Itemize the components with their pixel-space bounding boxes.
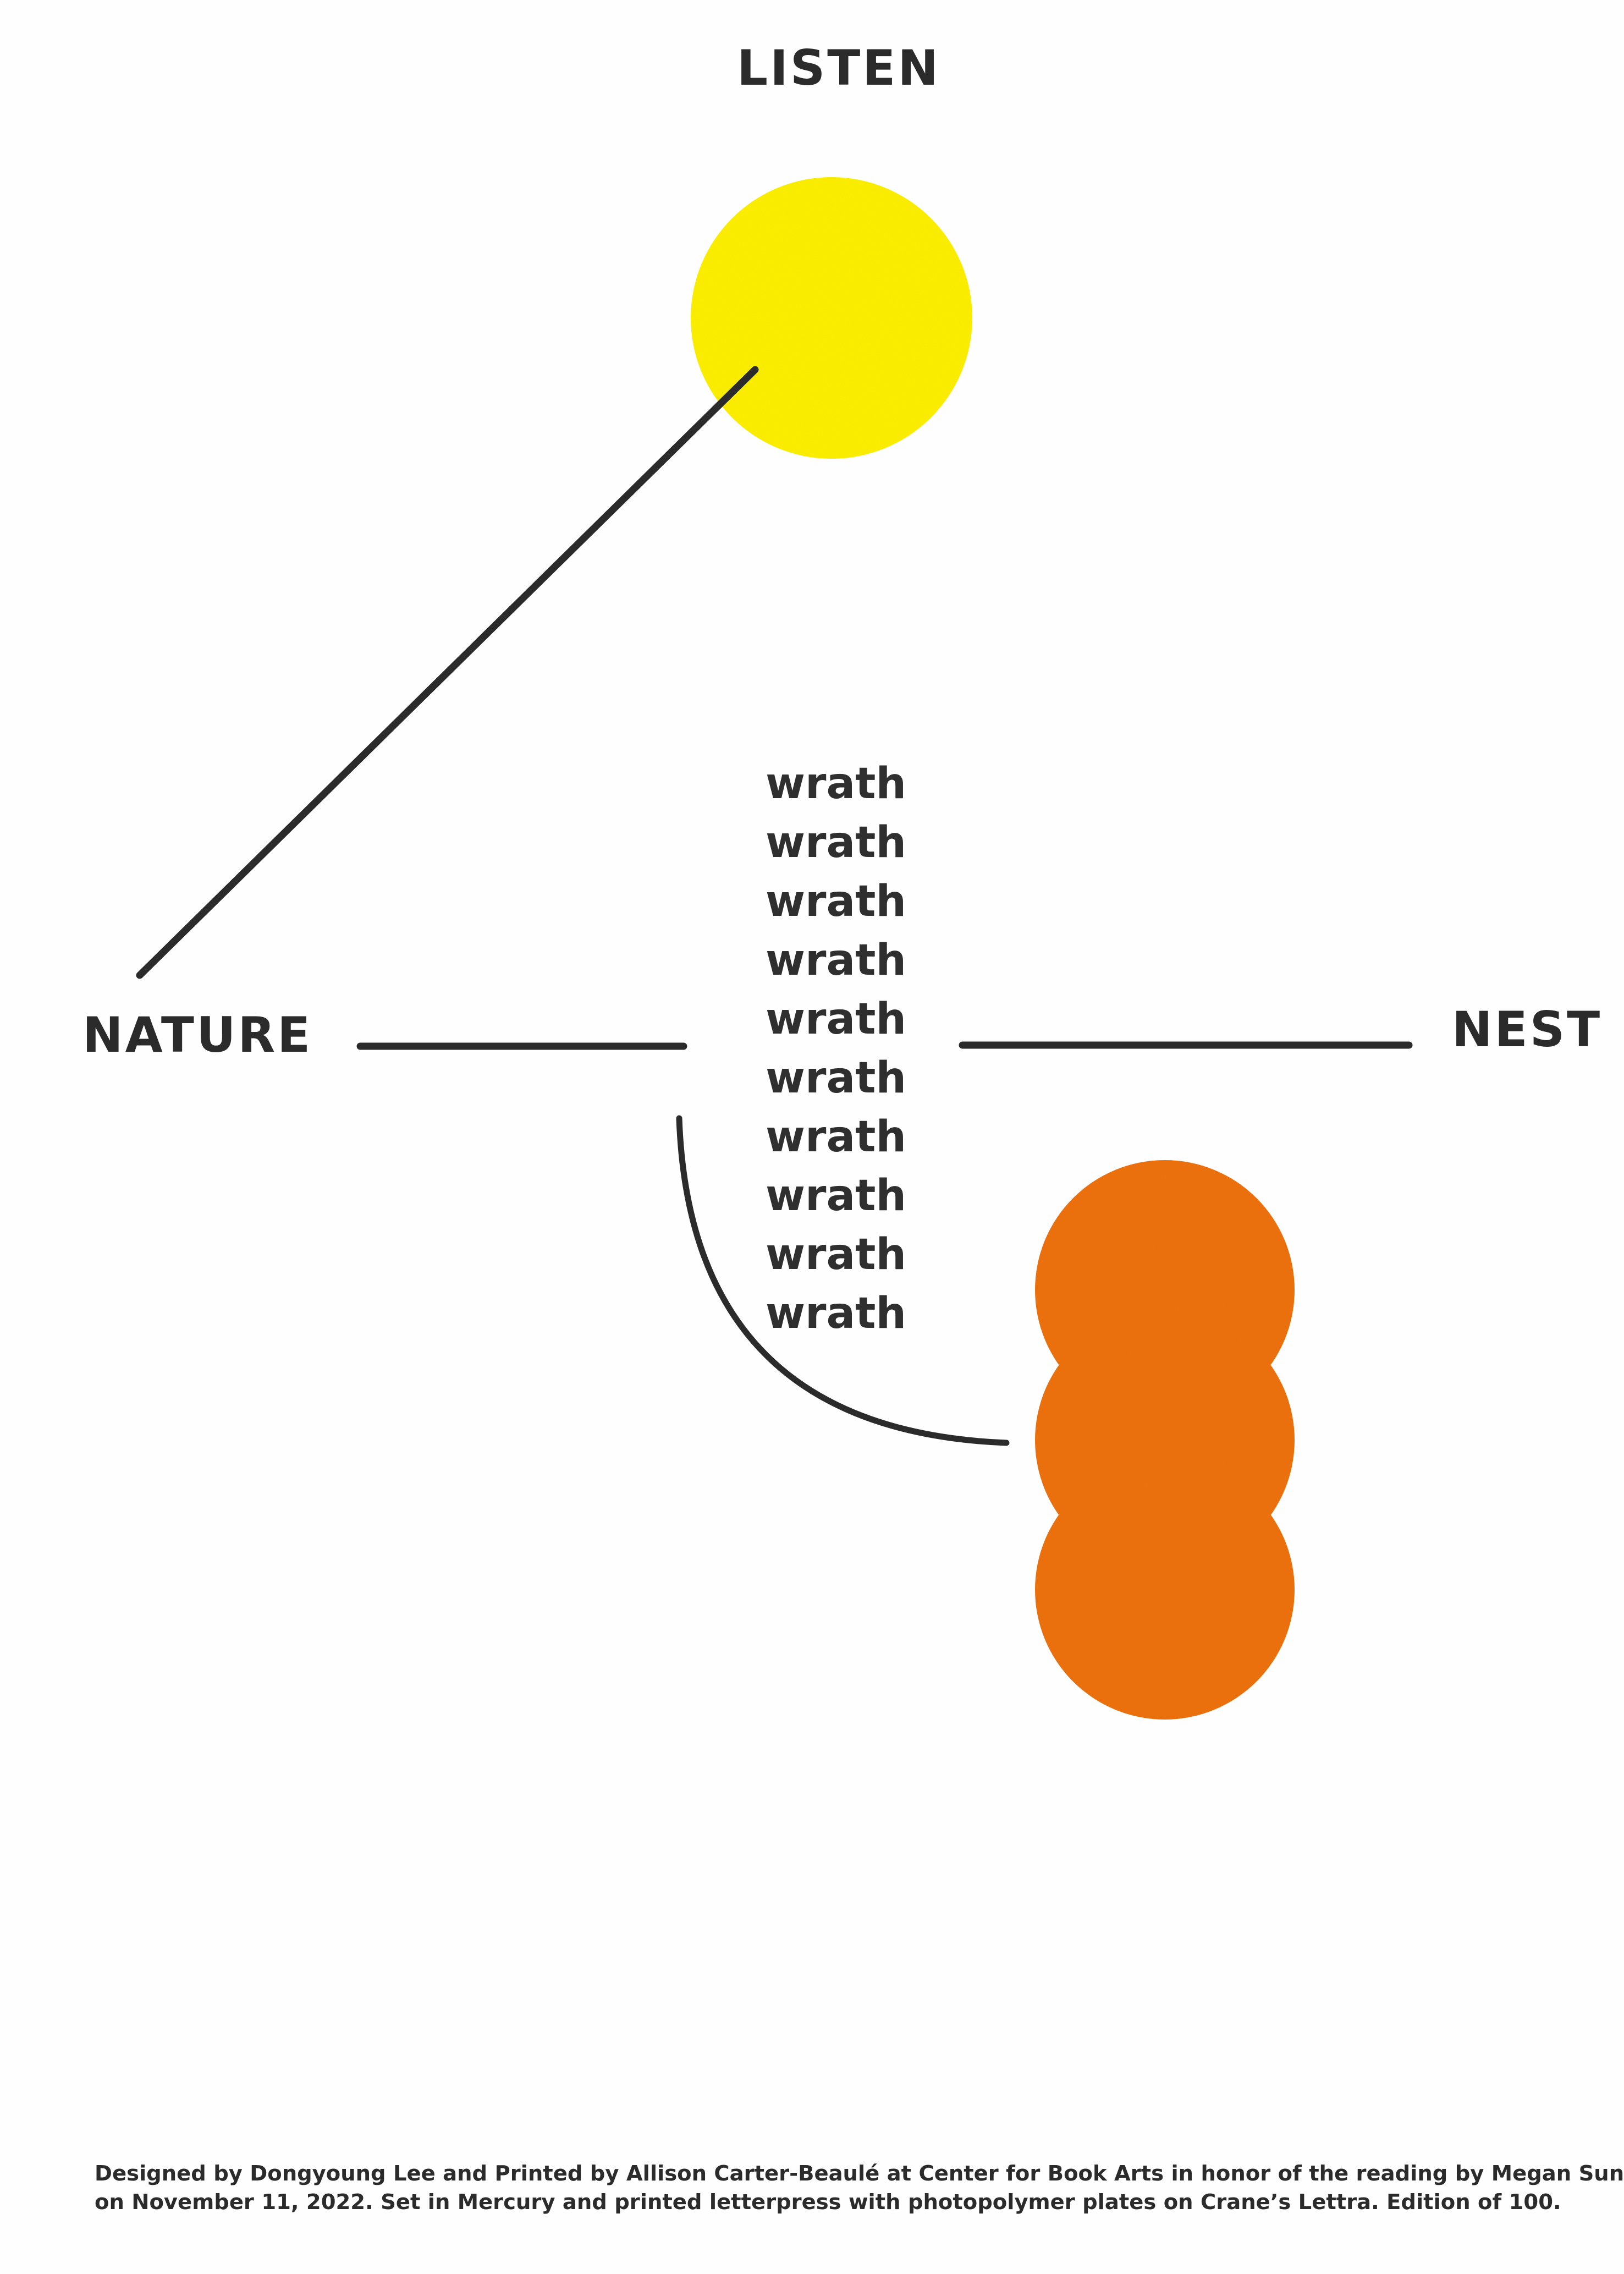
colophon-line-1: Designed by Dongyoung Lee and Printed by…: [95, 2161, 1624, 2186]
wrath-word: wrath: [766, 1230, 906, 1279]
wrath-word: wrath: [766, 1053, 906, 1103]
wrath-word: wrath: [766, 1289, 906, 1338]
curved-arc: [676, 1115, 1010, 1446]
colophon-line-2: on November 11, 2022. Set in Mercury and…: [95, 2190, 1561, 2215]
label-nest: NEST: [1452, 1001, 1603, 1058]
title-listen: LISTEN: [737, 40, 940, 96]
wrath-word: wrath: [766, 877, 906, 926]
colophon: Designed by Dongyoung Lee and Printed by…: [95, 2160, 1624, 2217]
yellow-circle: [691, 177, 972, 459]
orange-circle-bottom: [1035, 1460, 1295, 1720]
wrath-word: wrath: [766, 936, 906, 985]
wrath-word: wrath: [766, 1171, 906, 1221]
orange-circle-stack: [1035, 1160, 1295, 1720]
wrath-word: wrath: [766, 759, 906, 809]
wrath-word: wrath: [766, 995, 906, 1044]
wrath-word-stack: wrath wrath wrath wrath wrath wrath wrat…: [731, 755, 940, 1343]
wrath-word: wrath: [766, 818, 906, 867]
label-nature: NATURE: [82, 1007, 313, 1063]
diagonal-line: [136, 366, 759, 979]
wrath-word: wrath: [766, 1112, 906, 1162]
